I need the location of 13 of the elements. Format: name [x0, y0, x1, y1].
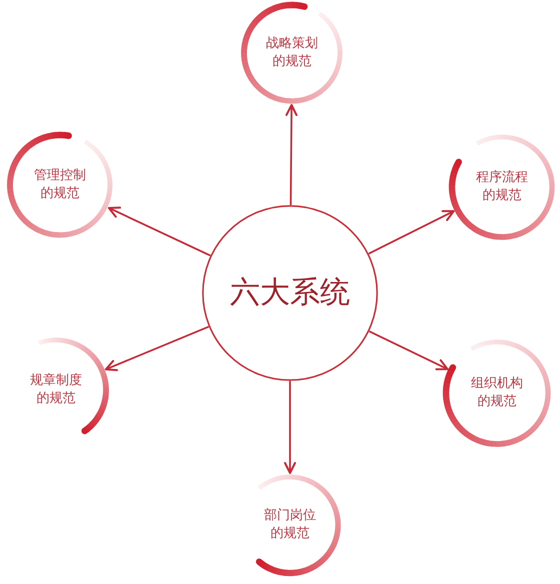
- node-label: 管理控制的规范: [32, 167, 87, 203]
- arrow: [285, 104, 298, 206]
- arrow: [284, 381, 296, 474]
- hub-label: 六大系统: [230, 275, 350, 311]
- node-label: 规章制度的规范: [28, 372, 83, 408]
- node-label: 程序流程的规范: [474, 169, 529, 205]
- arrow: [104, 326, 210, 372]
- arrow: [368, 330, 448, 370]
- node-label: 组织机构的规范: [470, 375, 524, 411]
- arrow: [108, 206, 211, 256]
- node-label: 战略策划的规范: [264, 35, 319, 71]
- node-label: 部门岗位的规范: [262, 507, 317, 543]
- arrow: [368, 210, 455, 254]
